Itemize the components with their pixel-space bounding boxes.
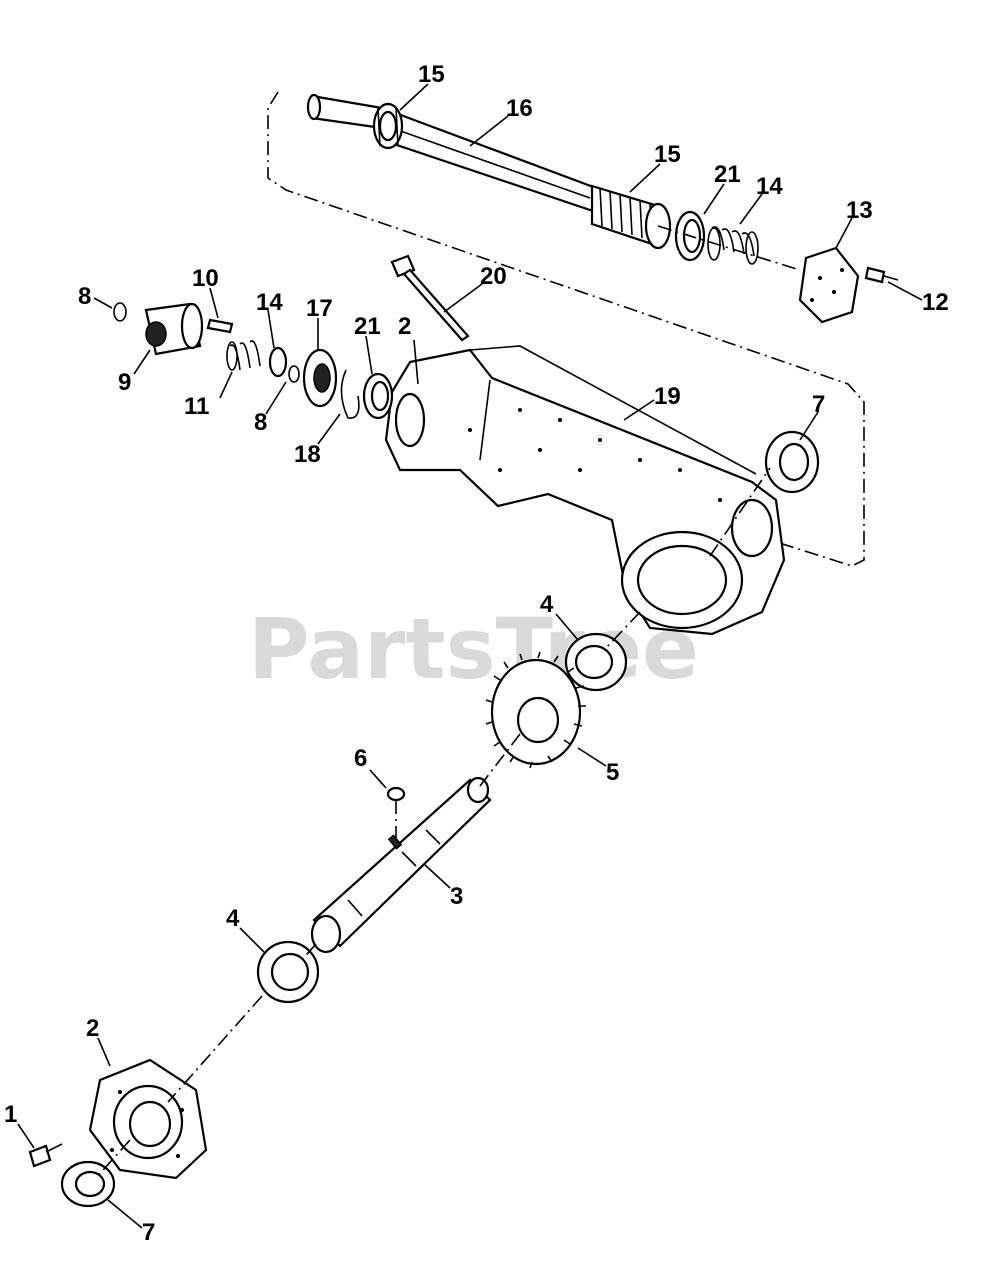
drive-gear — [485, 651, 586, 769]
callout-7-lower: 7 — [142, 1219, 155, 1246]
callout-2-lower: 2 — [86, 1015, 99, 1042]
callout-12: 12 — [922, 289, 949, 316]
callout-11: 11 — [184, 393, 209, 420]
callout-2-upper: 2 — [398, 313, 411, 340]
callout-10: 10 — [192, 265, 219, 292]
shaft-bearing-collar-left — [372, 102, 404, 150]
bearing-race-lower — [362, 372, 394, 420]
callout-14-left: 14 — [256, 289, 283, 316]
axis-line-upper — [657, 225, 801, 271]
assembly-boundary — [267, 91, 865, 567]
callout-16: 16 — [506, 95, 533, 122]
gear-housing — [384, 345, 786, 636]
callout-19: 19 — [654, 383, 681, 410]
bearing-4b — [256, 940, 320, 1004]
cover-plate — [798, 246, 860, 324]
axis-line-cover-seal — [95, 1139, 131, 1179]
callout-17: 17 — [306, 295, 333, 322]
callout-labels: 15 16 15 21 14 13 12 20 10 8 14 17 21 2 … — [4, 61, 949, 1246]
callout-8-left: 8 — [78, 283, 91, 310]
callout-3: 3 — [450, 883, 463, 910]
callout-21-upper: 21 — [714, 161, 741, 188]
callout-4-upper: 4 — [540, 591, 554, 618]
callout-1: 1 — [4, 1101, 17, 1128]
callout-15-top: 15 — [418, 61, 445, 88]
clutch-gear — [302, 348, 338, 408]
rod — [390, 254, 470, 342]
callout-7-upper: 7 — [812, 391, 825, 418]
axis-line-gear-shaft — [479, 733, 521, 787]
snap-ring — [340, 369, 360, 419]
axis-line-shaft-bearing — [299, 943, 317, 963]
axis-line-housing-bearing — [605, 611, 641, 649]
axle-shaft — [310, 776, 492, 954]
spring-left — [226, 340, 261, 371]
callout-18: 18 — [294, 441, 321, 468]
callout-15-right: 15 — [654, 141, 681, 168]
watermark: PartsTree — [248, 600, 699, 698]
bearing-4a — [564, 632, 628, 692]
spring-14b — [268, 346, 288, 378]
retaining-ring-8b — [288, 365, 300, 383]
cover-bolt — [28, 1143, 63, 1168]
callout-13: 13 — [846, 197, 873, 224]
callout-9: 9 — [118, 369, 131, 396]
retaining-ring-8a — [113, 302, 127, 322]
callout-21-left: 21 — [354, 313, 381, 340]
seal-lower — [60, 1160, 116, 1208]
clutch-collar — [144, 302, 204, 356]
callout-8-mid: 8 — [254, 409, 267, 436]
key — [386, 786, 406, 802]
callout-6: 6 — [354, 745, 367, 772]
callout-20: 20 — [480, 263, 507, 290]
callout-14-upper: 14 — [756, 173, 783, 200]
leader-lines — [17, 83, 923, 1229]
end-cover — [88, 1058, 208, 1180]
pin — [206, 318, 234, 334]
axis-line-housing-right — [709, 467, 771, 557]
callout-5: 5 — [606, 759, 619, 786]
worm-shaft — [306, 93, 598, 214]
spring-upper — [707, 226, 759, 265]
worm-gear — [590, 184, 672, 250]
cover-screw — [864, 266, 899, 284]
seal-upper — [764, 430, 820, 494]
callout-4-lower: 4 — [226, 905, 240, 932]
